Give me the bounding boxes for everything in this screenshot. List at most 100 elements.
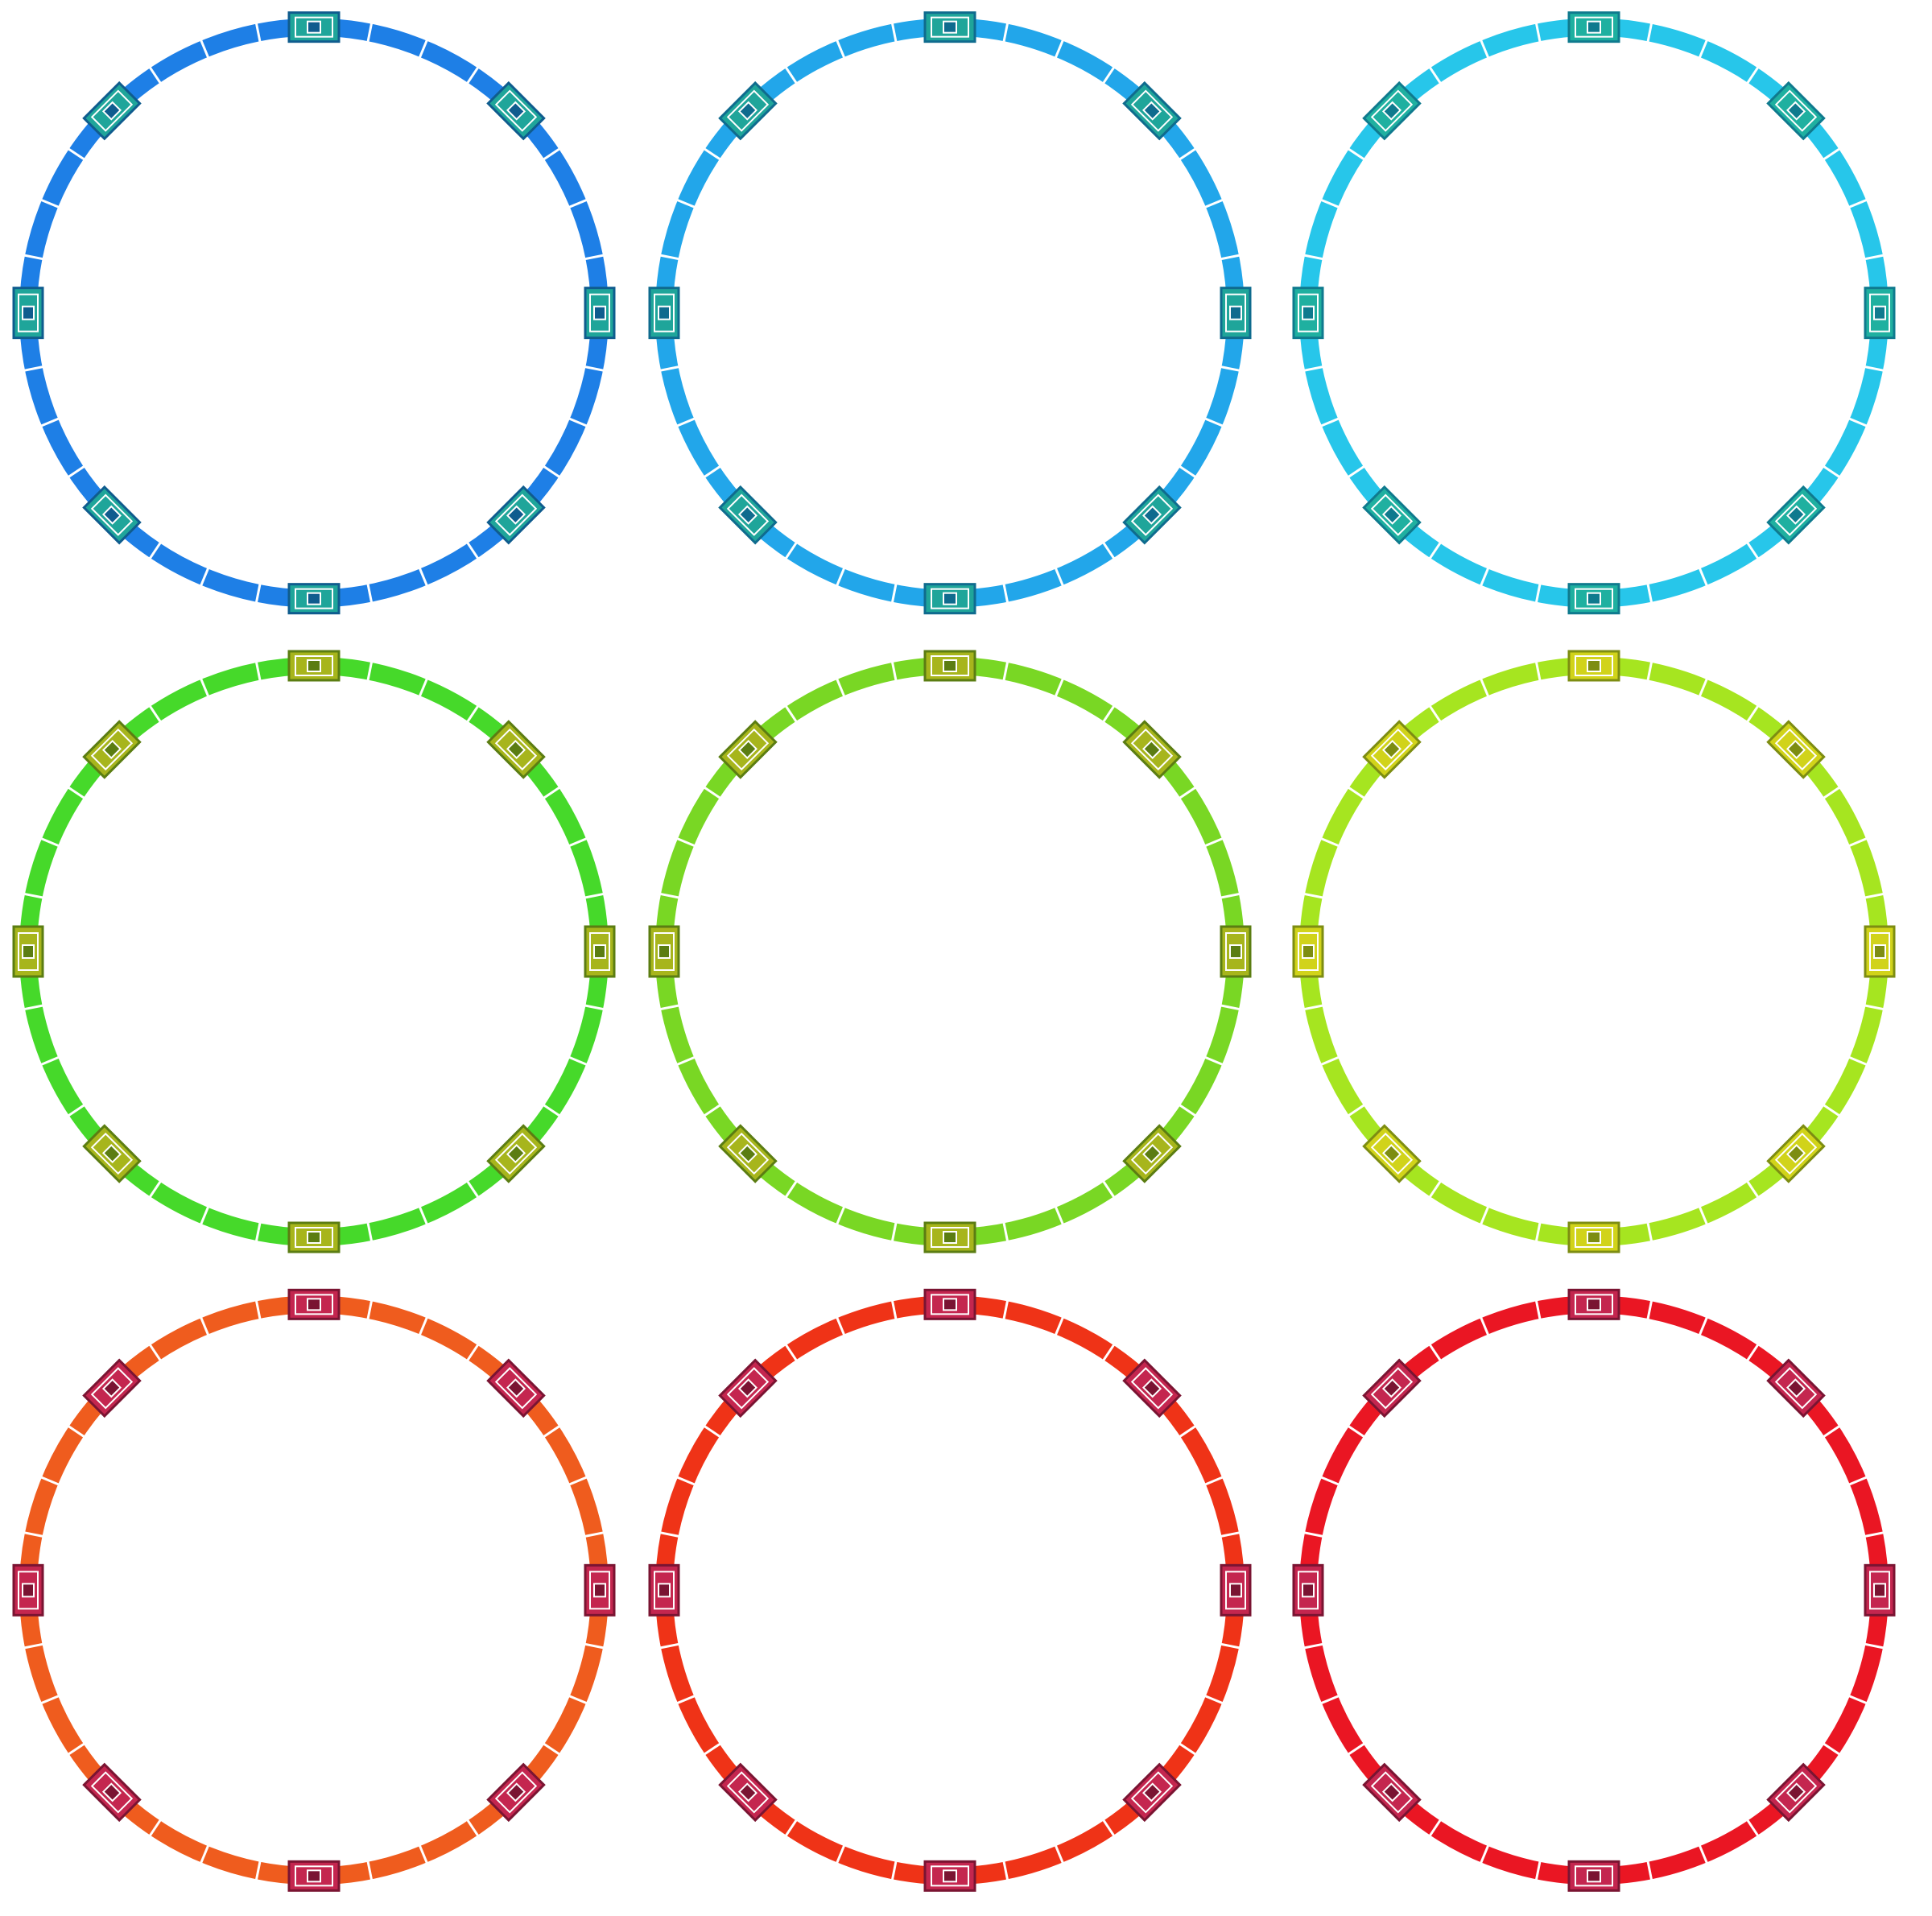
ring-segment-gap <box>835 677 846 698</box>
ring-segment-gap <box>1822 786 1841 800</box>
ring-bead <box>1360 1122 1423 1185</box>
ring-segment-gap <box>1534 22 1542 43</box>
ring-segment-gap <box>67 786 86 800</box>
ring-segment-gap <box>67 465 86 479</box>
ring-segment-gap <box>1847 836 1868 848</box>
ring-segment-gap <box>1847 198 1868 209</box>
ring-bead <box>80 1761 143 1824</box>
ring-bead <box>582 286 617 340</box>
ring-segment-gap <box>675 836 696 848</box>
ring-segment-gap <box>1347 465 1366 479</box>
ring-segment-gap <box>1002 1860 1009 1881</box>
ring-segment-gap <box>1319 836 1340 848</box>
ring-bead <box>1121 79 1183 142</box>
ring-segment-gap <box>1646 1221 1653 1243</box>
ring-segment-gap <box>658 1642 680 1650</box>
ring-bead <box>485 718 547 781</box>
ring-segment-gap <box>366 660 374 682</box>
ring-segment-gap <box>1428 704 1443 724</box>
ring-bead <box>923 1858 976 1894</box>
ring-segment-gap <box>890 660 898 682</box>
ring-bead <box>287 1286 341 1323</box>
ring-bead <box>485 1122 547 1185</box>
ring-segment-gap <box>1319 1055 1340 1067</box>
ring-segment-gap <box>1302 892 1324 899</box>
ring-bead <box>287 1220 341 1255</box>
ring-bead <box>716 483 779 547</box>
ring-segment-gap <box>542 1742 561 1757</box>
ring-segment-gap <box>1101 541 1116 560</box>
ring-segment-gap <box>1178 1103 1197 1117</box>
ring-segment-gap <box>542 147 561 161</box>
ring-segment-gap <box>1220 1642 1241 1650</box>
ring-segment-gap <box>542 1103 561 1117</box>
ring-bead <box>1218 1563 1253 1617</box>
ring-bead <box>1218 925 1253 978</box>
ring-segment-gap <box>1822 1103 1841 1117</box>
ring-bead <box>1121 483 1183 547</box>
ring-segment-gap <box>784 1818 799 1838</box>
ring-bead <box>80 718 143 781</box>
ring-segment-gap <box>1864 1531 1885 1538</box>
ring-segment-gap <box>418 567 429 588</box>
ring-segment-gap <box>703 786 722 800</box>
ring-bead <box>646 286 682 340</box>
ring-segment-gap <box>658 1004 680 1011</box>
ring-segment-gap <box>254 1299 262 1321</box>
ring-segment-gap <box>1347 1424 1366 1439</box>
ring-segment-gap <box>254 582 262 604</box>
ring-segment-gap <box>1479 677 1490 698</box>
ring-bead <box>716 1356 779 1420</box>
ring-segment-gap <box>703 1103 722 1117</box>
ring-blue <box>10 9 617 617</box>
ring-bead <box>485 483 547 547</box>
ring-segment-gap <box>366 1221 374 1243</box>
ring-segment-gap <box>418 677 429 698</box>
ring-bead <box>923 648 976 683</box>
ring-segment-gap <box>675 417 696 427</box>
ring-segment-gap <box>366 582 374 604</box>
ring-bead <box>10 286 46 340</box>
ring-segment-gap <box>1347 147 1366 161</box>
ring-segment-gap <box>199 677 210 698</box>
ring-segment-gap <box>890 582 898 604</box>
ring-segment-gap <box>703 1424 722 1439</box>
ring-bead <box>923 1220 976 1255</box>
ring-bead <box>716 1761 779 1824</box>
ring-bead <box>923 9 976 45</box>
ring-segment-gap <box>1822 465 1841 479</box>
ring-segment-gap <box>1054 567 1065 588</box>
ring-segment-gap <box>465 65 480 85</box>
ring-segment-gap <box>366 1299 374 1321</box>
ring-segment-gap <box>199 1205 210 1226</box>
ring-segment-gap <box>23 1004 44 1011</box>
ring-segment-gap <box>1220 254 1241 261</box>
ring-segment-gap <box>1054 677 1065 698</box>
ring-segment-gap <box>1203 1055 1224 1067</box>
ring-bead <box>1862 286 1897 340</box>
ring-segment-gap <box>1698 1844 1709 1864</box>
ring-orange <box>10 1286 617 1894</box>
ring-segment-gap <box>1002 1221 1009 1243</box>
ring-lime-green <box>646 648 1253 1255</box>
ring-segment-gap <box>784 1179 799 1199</box>
ring-segment-gap <box>1101 1179 1116 1199</box>
ring-segment-gap <box>1002 582 1009 604</box>
ring-segment-gap <box>1054 1315 1065 1336</box>
ring-segment-gap <box>23 254 44 261</box>
ring-segment-gap <box>23 892 44 899</box>
ring-segment-gap <box>1534 660 1542 682</box>
ring-segment-gap <box>148 1179 163 1199</box>
ring-segment-gap <box>675 1694 696 1705</box>
ring-segment-gap <box>1864 1004 1885 1011</box>
ring-segment-gap <box>1479 39 1490 60</box>
ring-segment-gap <box>67 147 86 161</box>
ring-segment-gap <box>418 39 429 60</box>
ring-segment-gap <box>1745 1179 1760 1199</box>
ring-segment-gap <box>148 541 163 560</box>
ring-segment-gap <box>23 1531 44 1538</box>
ring-red <box>1290 1286 1897 1894</box>
ring-segment-gap <box>1822 147 1841 161</box>
ring-segment-gap <box>148 704 163 724</box>
